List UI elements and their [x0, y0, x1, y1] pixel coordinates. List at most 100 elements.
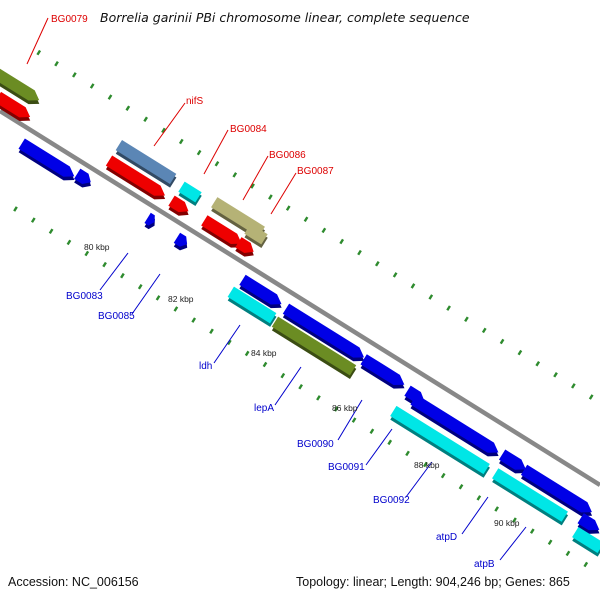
- gc-dot-lower: [102, 261, 107, 268]
- label-connector: [270, 172, 297, 215]
- label-connector: [405, 461, 433, 498]
- gene-label-bg0085[interactable]: BG0085: [98, 311, 135, 322]
- gene-label-bg0079[interactable]: BG0079: [51, 14, 88, 25]
- feature-nifs[interactable]: [114, 139, 178, 188]
- feature-atpb[interactable]: [490, 468, 569, 526]
- tick-label-84kbp: 84 kbp: [251, 348, 277, 358]
- gc-dot-lower: [280, 372, 286, 379]
- gc-dot-upper: [410, 283, 416, 289]
- feature-bg0095[interactable]: [576, 513, 600, 538]
- gc-dot-lower: [387, 439, 393, 446]
- label-connector: [461, 496, 489, 535]
- feature-bg0081-body: [18, 138, 75, 177]
- feature-bg0083[interactable]: [143, 212, 159, 231]
- feature-bg0089[interactable]: [281, 303, 369, 366]
- feature-ldh-body: [227, 286, 277, 324]
- gene-label-bg0087[interactable]: BG0087: [297, 166, 334, 177]
- gc-dot-lower: [316, 395, 321, 401]
- feature-bg0085[interactable]: [167, 195, 194, 220]
- label-connector: [203, 129, 229, 175]
- gc-dot-upper: [464, 316, 469, 323]
- gene-label-bg0092[interactable]: BG0092: [373, 495, 410, 506]
- gc-dot-upper: [143, 116, 148, 123]
- gc-dot-upper: [588, 394, 594, 400]
- gc-dot-lower: [209, 328, 214, 334]
- gc-dot-lower: [512, 517, 517, 523]
- feature-bg0082[interactable]: [72, 168, 95, 191]
- gc-dot-lower: [262, 361, 268, 368]
- gc-dot-lower: [351, 417, 357, 423]
- gc-dot-lower: [227, 339, 232, 346]
- feature-bg0079[interactable]: [0, 68, 44, 109]
- gene-label-atpd[interactable]: atpD: [436, 532, 457, 543]
- gene-label-bg0090[interactable]: BG0090: [297, 439, 334, 450]
- feature-lepa[interactable]: [270, 316, 358, 380]
- gc-dot-lower: [48, 228, 54, 235]
- feature-bg0083-body: [144, 212, 155, 226]
- gc-dot-upper: [446, 305, 451, 311]
- gene-features: [0, 68, 600, 557]
- feature-ldh[interactable]: [226, 286, 278, 327]
- gc-dot-upper: [357, 249, 362, 256]
- gc-dot-upper: [125, 105, 131, 111]
- gene-label-ldh[interactable]: ldh: [199, 361, 212, 372]
- feature-nifs-body: [115, 139, 177, 185]
- feature-bg0079-red[interactable]: [0, 91, 35, 126]
- gc-dot-upper: [285, 205, 291, 211]
- feature-bg0095-body: [577, 513, 600, 531]
- chromosome-backbone: [0, 109, 600, 487]
- gc-dot-upper: [481, 327, 487, 334]
- feature-atpe[interactable]: [571, 526, 600, 557]
- gc-dot-upper: [535, 360, 541, 367]
- feature-bg0092[interactable]: [409, 394, 503, 461]
- label-connector: [499, 526, 527, 561]
- gene-label-bg0084[interactable]: BG0084: [230, 124, 267, 135]
- gc-dot-upper: [268, 194, 273, 200]
- map-summary-text: Topology: linear; Length: 904,246 bp; Ge…: [296, 575, 570, 589]
- feature-bg0085b[interactable]: [172, 232, 192, 253]
- tick-label-90kbp: 90 kbp: [494, 518, 520, 528]
- feature-bg0090[interactable]: [359, 354, 409, 393]
- gc-dot-lower: [405, 450, 410, 457]
- feature-bg0079-body: [0, 68, 40, 101]
- feature-bg0084b[interactable]: [177, 181, 204, 206]
- feature-bg0094[interactable]: [519, 464, 597, 521]
- gc-dot-upper: [89, 83, 95, 89]
- gc-dot-upper: [250, 183, 255, 189]
- gc-dot-upper: [374, 260, 380, 267]
- gc-dot-upper: [339, 238, 345, 245]
- gc-dot-lower: [84, 250, 90, 257]
- gc-dot-lower: [458, 483, 464, 490]
- feature-bg0087-body: [244, 223, 268, 245]
- gene-label-nifs[interactable]: nifS: [186, 96, 204, 107]
- accession-text: Accession: NC_006156: [8, 575, 139, 589]
- feature-bg0090-body: [360, 354, 405, 386]
- feature-bg0084[interactable]: [104, 155, 170, 204]
- gc-dot-upper: [303, 216, 309, 223]
- feature-bg0087b[interactable]: [234, 237, 259, 260]
- feature-bg0093[interactable]: [497, 449, 530, 479]
- feature-bg0088[interactable]: [238, 274, 287, 313]
- gc-dot-upper: [321, 227, 327, 234]
- feature-bg0087[interactable]: [243, 223, 270, 248]
- label-connector: [274, 366, 302, 406]
- gc-dot-lower: [529, 528, 535, 534]
- feature-bg0086b-body: [201, 215, 242, 244]
- feature-bg0086b[interactable]: [200, 215, 247, 252]
- gc-dot-lower: [155, 295, 161, 301]
- gene-label-atpb[interactable]: atpB: [474, 559, 495, 570]
- feature-bg0081[interactable]: [17, 138, 79, 186]
- tick-label-80kbp: 80 kbp: [84, 242, 110, 252]
- gc-dot-lower: [30, 217, 36, 223]
- gene-label-bg0091[interactable]: BG0091: [328, 462, 365, 473]
- feature-bg0088-body: [239, 274, 282, 305]
- feature-atpd[interactable]: [389, 405, 492, 478]
- gene-label-bg0083[interactable]: BG0083: [66, 291, 103, 302]
- gene-label-bg0086[interactable]: BG0086: [269, 150, 306, 161]
- gc-dot-upper: [517, 349, 523, 356]
- gene-label-lepa[interactable]: lepA: [254, 403, 274, 414]
- tick-label-86kbp: 86 kbp: [332, 403, 358, 413]
- gc-dot-upper: [428, 294, 434, 300]
- tick-label-88kbp: 88 kbp: [414, 460, 440, 470]
